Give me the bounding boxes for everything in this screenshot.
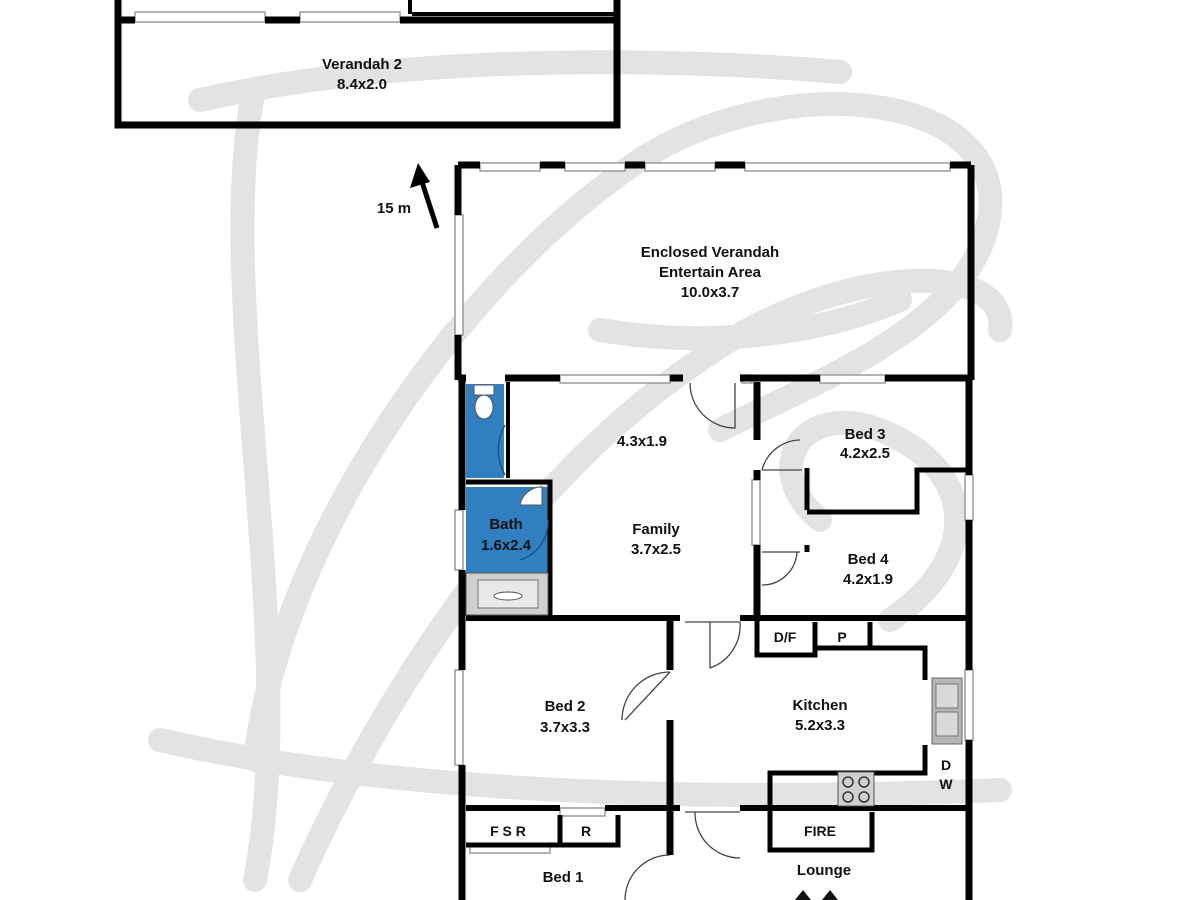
df-label: D/F [774, 629, 797, 645]
bed4-size: 4.2x1.9 [843, 571, 893, 588]
kitchen-name: Kitchen [792, 697, 847, 714]
sink-icon [931, 677, 963, 745]
family-upper-size: 4.3x1.9 [617, 433, 667, 450]
bed3-size: 4.2x2.5 [840, 445, 890, 462]
bed3-name: Bed 3 [845, 426, 886, 443]
bath-size: 1.6x2.4 [481, 537, 532, 554]
doors [497, 382, 802, 900]
enclosed-verandah-name: Enclosed Verandah [641, 244, 779, 261]
fire-label: FIRE [804, 823, 836, 839]
bed1-name: Bed 1 [543, 869, 584, 886]
watermark-logo [148, 50, 1013, 892]
verandah2-size: 8.4x2.0 [337, 76, 387, 93]
family-name: Family [632, 521, 680, 538]
fsr-label: F S R [490, 823, 526, 839]
lounge-chairs [795, 890, 838, 900]
bath-name: Bath [489, 516, 522, 533]
bed2-size: 3.7x3.3 [540, 719, 590, 736]
enclosed-verandah-size: 10.0x3.7 [681, 284, 739, 301]
north-label: 15 m [377, 200, 411, 217]
bed4-name: Bed 4 [848, 551, 890, 568]
verandah2-name: Verandah 2 [322, 56, 402, 73]
windows [134, 11, 974, 854]
family-size: 3.7x2.5 [631, 541, 681, 558]
walls [114, 0, 975, 900]
kitchen-size: 5.2x3.3 [795, 717, 845, 734]
lounge-name: Lounge [797, 862, 851, 879]
enclosed-verandah-name2: Entertain Area [659, 264, 762, 281]
toilet-icon [473, 384, 495, 420]
bed2-name: Bed 2 [545, 698, 586, 715]
robe-label: R [581, 823, 591, 839]
dw-label-w: W [939, 776, 953, 792]
dw-label-d: D [941, 757, 951, 773]
bath-tub-icon [465, 572, 549, 616]
pantry-label: P [837, 629, 846, 645]
stove-icon [837, 771, 875, 807]
shower-icon [519, 486, 543, 506]
north-arrow-icon [410, 163, 440, 229]
